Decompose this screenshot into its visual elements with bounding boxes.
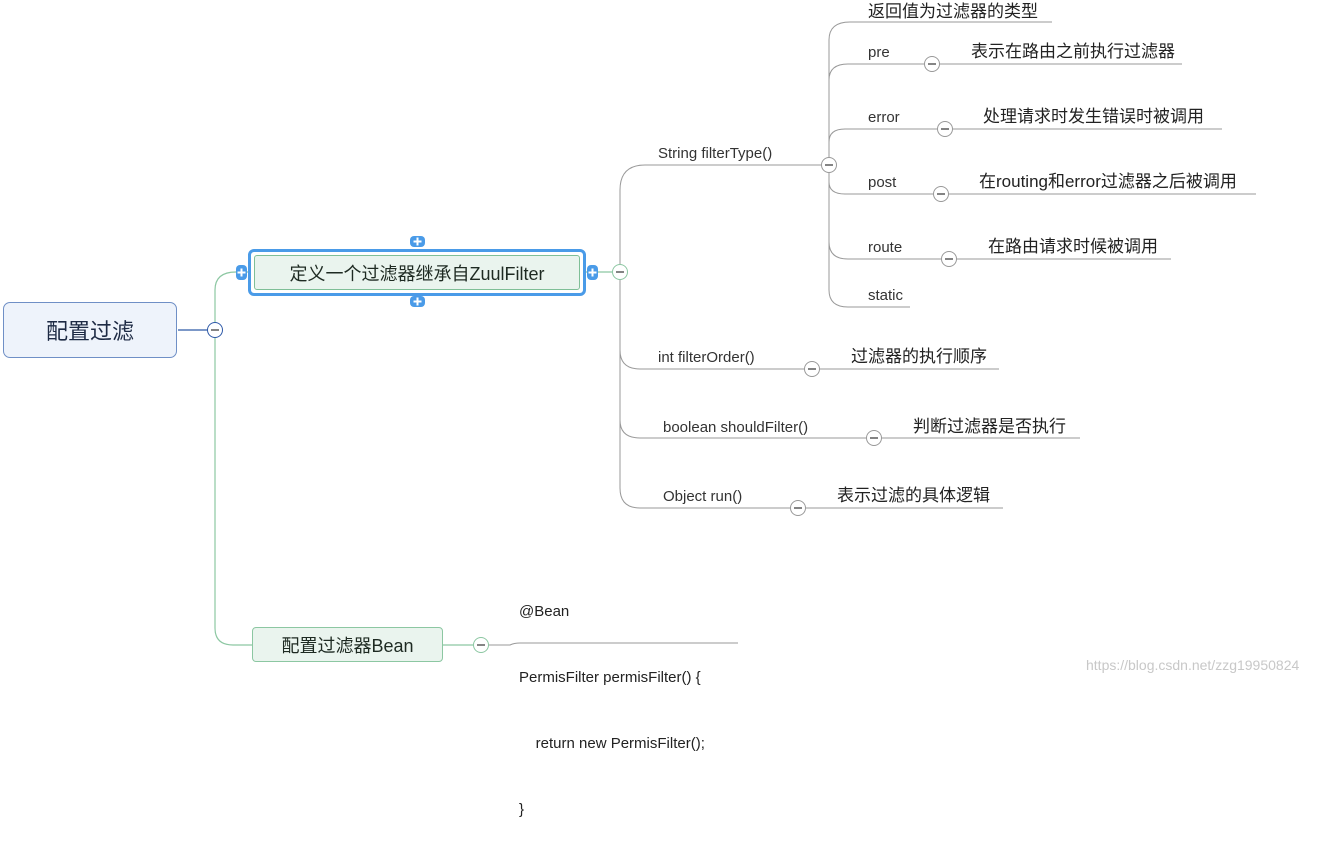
define-filter-topic[interactable]: 定义一个过滤器继承自ZuulFilter [248,249,586,296]
mindmap-connectors [178,21,1256,653]
define-filter-topic-inner: 定义一个过滤器继承自ZuulFilter [254,255,580,290]
expand-icon[interactable] [236,265,247,280]
underline-bean-code [481,642,738,646]
collapse-icon[interactable] [804,361,820,377]
method-shouldfilter[interactable]: boolean shouldFilter() [663,419,809,436]
method-filterorder[interactable]: int filterOrder() [658,349,755,366]
type-pre[interactable]: pre [868,44,890,61]
type-error-desc[interactable]: 处理请求时发生错误时被调用 [983,107,1204,126]
collapse-icon[interactable] [207,322,223,338]
define-filter-label: 定义一个过滤器继承自ZuulFilter [289,263,545,284]
connector-run [619,272,798,509]
type-route-desc[interactable]: 在路由请求时候被调用 [988,237,1158,256]
connector-error [828,128,945,165]
filtertype-return-note[interactable]: 返回值为过滤器的类型 [868,2,1038,21]
type-error[interactable]: error [868,109,900,126]
watermark: https://blog.csdn.net/zzg19950824 [1086,657,1300,673]
type-post[interactable]: post [868,174,897,191]
expand-icon[interactable] [410,236,425,247]
root-topic-label: 配置过滤 [45,319,134,344]
connector-static [828,165,910,308]
collapse-icon[interactable] [790,500,806,516]
expand-icon[interactable] [410,296,425,307]
connector-to-bean [214,330,252,646]
collapse-icon[interactable] [933,186,949,202]
collapse-icon[interactable] [821,157,837,173]
collapse-icon[interactable] [473,637,489,653]
connector-pre [828,63,932,165]
bean-topic-label: 配置过滤器Bean [281,635,414,656]
type-static[interactable]: static [868,287,904,304]
code-line: PermisFilter permisFilter() { [519,669,701,686]
collapse-icon[interactable] [924,56,940,72]
collapse-icon[interactable] [866,430,882,446]
code-line: } [519,801,525,818]
shouldfilter-desc[interactable]: 判断过滤器是否执行 [913,417,1066,436]
method-run[interactable]: Object run() [663,488,743,505]
run-desc[interactable]: 表示过滤的具体逻辑 [837,486,990,505]
type-pre-desc[interactable]: 表示在路由之前执行过滤器 [971,42,1175,61]
bean-code-note[interactable]: @Bean PermisFilter permisFilter() { retu… [519,557,705,843]
method-filtertype[interactable]: String filterType() [658,145,773,162]
collapse-icon[interactable] [941,251,957,267]
collapse-icon[interactable] [937,121,953,137]
code-line: return new PermisFilter(); [519,735,705,752]
collapse-icon[interactable] [612,264,628,280]
bean-topic[interactable]: 配置过滤器Bean [252,627,443,662]
root-topic[interactable]: 配置过滤 [3,302,177,358]
connector-methods-trunk [619,164,829,272]
connector-return-note [828,21,1052,165]
expand-icon[interactable] [587,265,598,280]
type-route[interactable]: route [868,239,903,256]
filterorder-desc[interactable]: 过滤器的执行顺序 [851,347,987,366]
connector-to-define [214,271,248,330]
code-line: @Bean [519,603,570,620]
type-post-desc[interactable]: 在routing和error过滤器之后被调用 [979,172,1237,191]
